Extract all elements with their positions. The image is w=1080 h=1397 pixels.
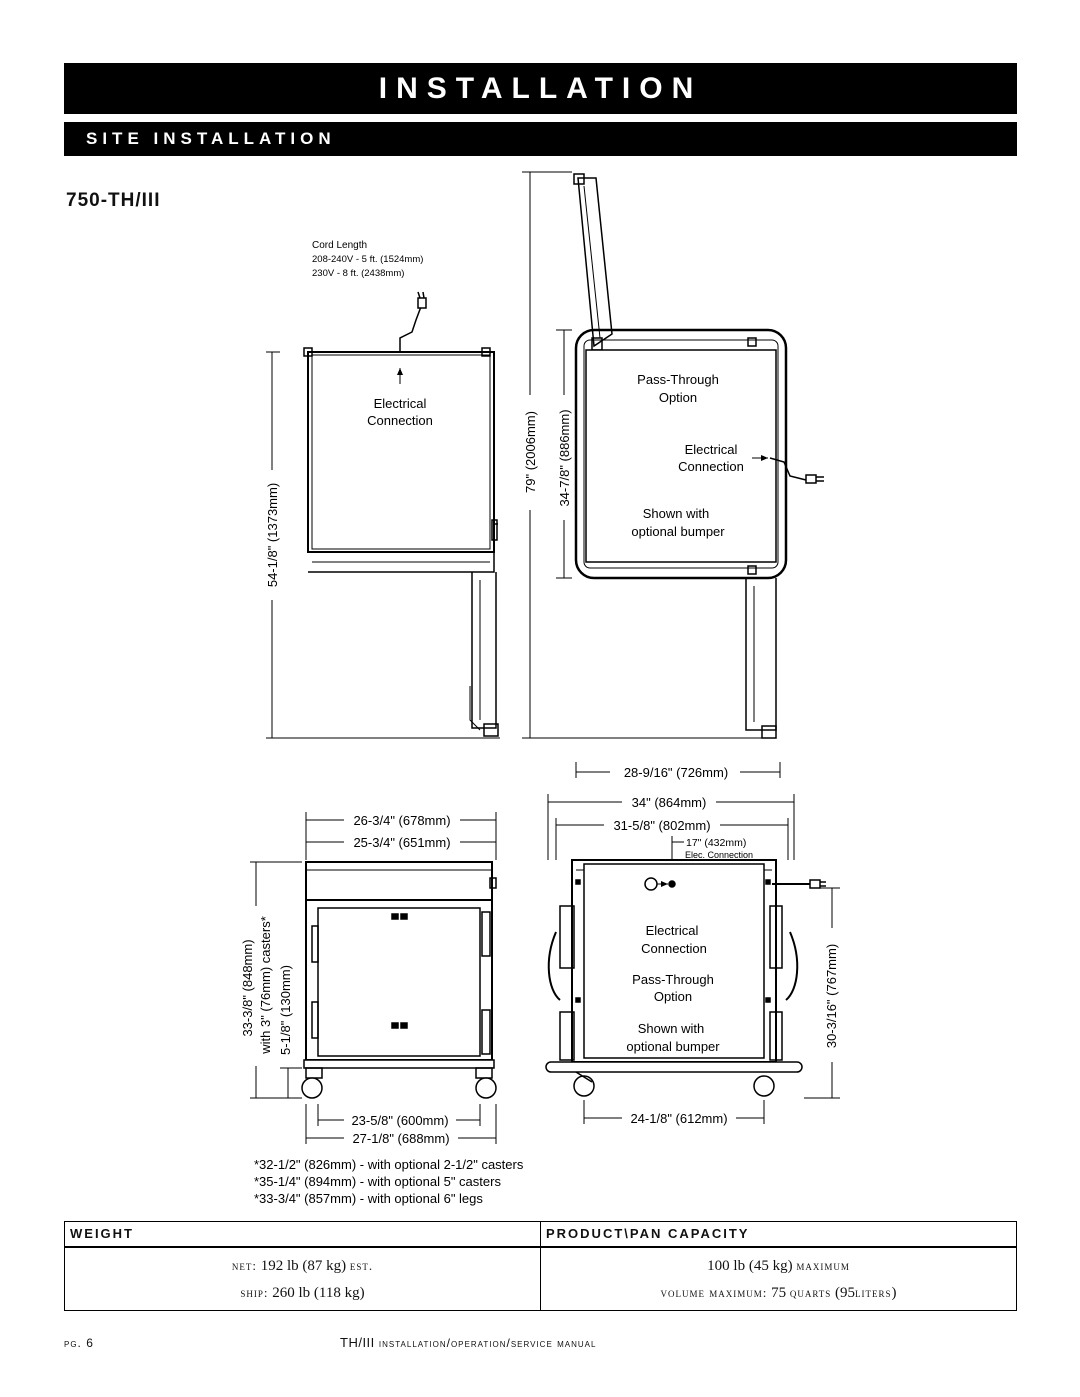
back-inner-width-dim: 31-5/8" (802mm) [613,818,710,833]
net-weight-line: net: 192 lb (87 kg) est. [65,1258,540,1275]
capacity-header: PRODUCT\PAN CAPACITY [541,1222,1016,1248]
back-elec-label-2: Connection [641,941,707,956]
footer-title: TH/III installation/operation/service ma… [340,1335,596,1350]
caster-note-1: *32-1/2" (826mm) - with optional 2-1/2" … [254,1157,524,1172]
volume-line: volume maximum: 75 quarts (95liters) [541,1285,1016,1302]
ship-label: ship: [240,1285,269,1300]
volume-close-paren: ) [891,1285,897,1301]
back-elec-label-1: Electrical [646,923,699,938]
footer-model: TH/III [340,1335,375,1350]
side-elec-label-1: Electrical [374,396,427,411]
installation-drawings: Cord Length 208-240V - 5 ft. (1524mm) 23… [240,171,840,1206]
open-elec-label-1: Electrical [685,442,738,457]
back-view-labels: 34" (864mm) 31-5/8" (802mm) 17" (432mm) … [613,795,839,1126]
front-outer-width-dim: 26-3/4" (678mm) [353,813,450,828]
side-elec-label-2: Connection [367,413,433,428]
volume-number: 75 [771,1285,787,1301]
ship-weight-value: 260 lb (118 kg) [272,1285,365,1301]
side-height-dim: 54-1/8" (1373mm) [265,483,280,587]
side-view-drawing [266,291,500,739]
caster-note-3: *33-3/4" (857mm) - with optional 6" legs [254,1191,483,1206]
weight-header: WEIGHT [65,1222,540,1248]
capacity-column: PRODUCT\PAN CAPACITY 100 lb (45 kg) maxi… [540,1222,1016,1310]
volume-liters-unit: liters [855,1285,892,1300]
open-elec-label-2: Connection [678,459,744,474]
back-caster-span-dim: 24-1/8" (612mm) [630,1111,727,1126]
capacity-max-label: maximum [796,1258,850,1273]
back-outer-width-dim: 34" (864mm) [632,795,707,810]
weight-column: WEIGHT net: 192 lb (87 kg) est. ship: 26… [65,1222,540,1310]
open-total-height-dim: 79" (2006mm) [523,411,538,493]
front-base-dim: 5-1/8" (130mm) [278,965,293,1055]
open-view-drawing [522,171,824,778]
front-bottom-width-dim: 27-1/8" (688mm) [352,1131,449,1146]
back-pass-label-2: Option [654,989,692,1004]
volume-label: volume maximum: [660,1285,768,1300]
open-door-height-dim: 34-7/8" (886mm) [557,409,572,506]
front-height-dim-1: 33-3/8" (848mm) [240,939,255,1036]
net-weight-value: 192 lb (87 kg) [260,1258,347,1274]
back-pass-label-1: Pass-Through [632,972,714,987]
capacity-line: 100 lb (45 kg) maximum [541,1258,1016,1275]
open-view-labels: Pass-Through Option Electrical Connectio… [523,372,744,780]
front-view-labels: 26-3/4" (678mm) 25-3/4" (651mm) 33-3/8" … [240,813,524,1206]
ship-weight-line: ship: 260 lb (118 kg) [65,1285,540,1302]
open-depth-dim: 28-9/16" (726mm) [624,765,728,780]
net-est-label: est. [349,1258,374,1273]
section-banner: INSTALLATION [64,63,1017,114]
open-pass-label-2: Option [659,390,697,405]
volume-unit: quarts [789,1285,832,1300]
back-elec-offset-dim: 17" (432mm) [686,837,746,849]
open-pass-label-1: Pass-Through [637,372,719,387]
cord-length-line2: 230V - 8 ft. (2438mm) [312,268,404,279]
volume-liters-open: (95 [835,1285,856,1301]
back-elec-offset-label: Elec. Connection [685,850,753,860]
section-title: INSTALLATION [378,71,703,105]
subsection-title: SITE INSTALLATION [86,129,336,148]
back-shown-label-1: Shown with [638,1021,704,1036]
open-shown-label-1: Shown with [643,506,709,521]
page-number: pg. 6 [64,1336,94,1350]
capacity-value: 100 lb (45 kg) [707,1258,793,1274]
footer-manual: installation/operation/service manual [378,1336,597,1350]
cord-length-title: Cord Length [312,240,367,251]
front-inner-width-dim: 25-3/4" (651mm) [353,835,450,850]
back-height-dim: 30-3/16" (767mm) [824,944,839,1048]
back-view-drawing [545,794,840,1124]
side-view-labels: Cord Length 208-240V - 5 ft. (1524mm) 23… [265,240,433,587]
spec-table: WEIGHT net: 192 lb (87 kg) est. ship: 26… [64,1221,1017,1311]
cord-length-line1: 208-240V - 5 ft. (1524mm) [312,254,423,265]
model-name: 750-TH/III [66,190,161,211]
back-shown-label-2: optional bumper [626,1039,720,1054]
net-label: net: [231,1258,257,1273]
front-height-dim-2: with 3" (76mm) casters* [258,916,273,1055]
open-shown-label-2: optional bumper [631,524,725,539]
front-view-drawing [250,812,497,1144]
front-caster-span-dim: 23-5/8" (600mm) [351,1113,448,1128]
subsection-banner: SITE INSTALLATION [64,122,1017,156]
caster-note-2: *35-1/4" (894mm) - with optional 5" cast… [254,1174,501,1189]
